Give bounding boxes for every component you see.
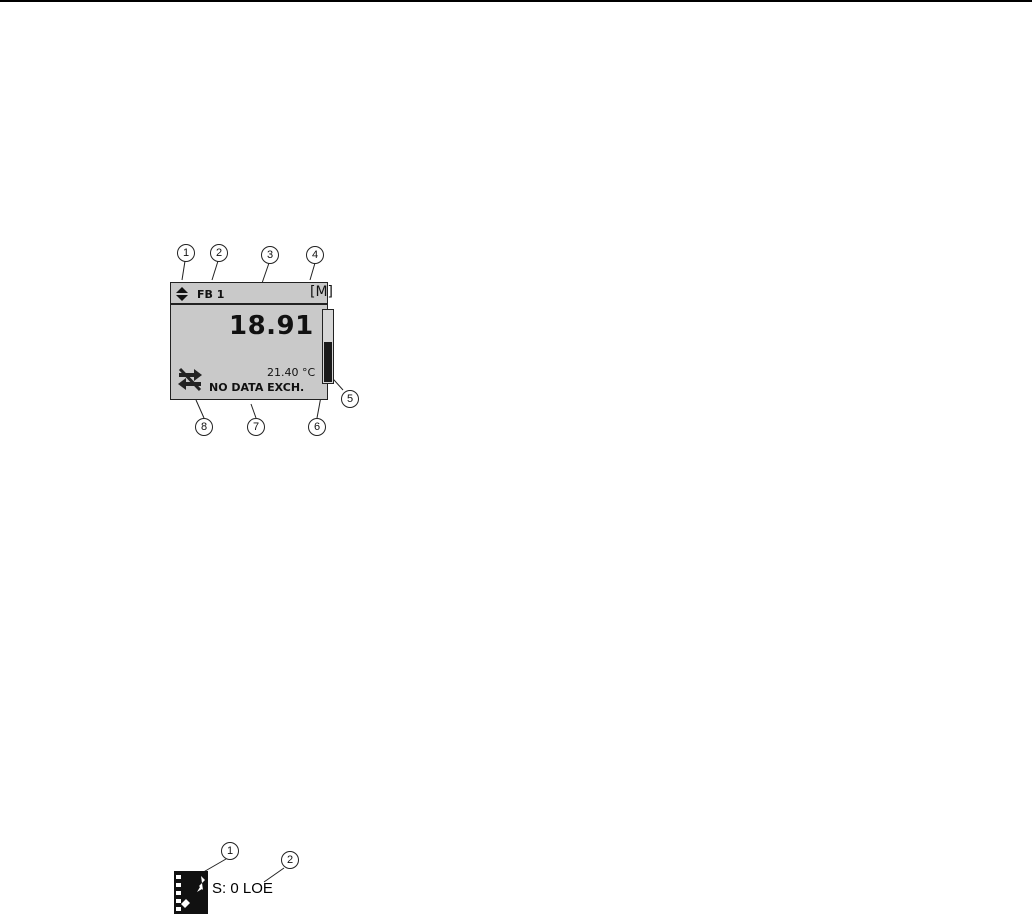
callout-2: 2: [210, 244, 228, 262]
updown-arrows-icon: [174, 286, 190, 302]
wrench-maintenance-icon: [174, 871, 208, 914]
lcd-screen: FB 1 [M] 18.91 21.40 °C NO DATA EXCH.: [170, 282, 328, 400]
bargraph-fill: [324, 342, 332, 382]
mode-indicator: [M]: [310, 284, 333, 300]
symbol-status-text: S: 0 LOE: [212, 880, 273, 897]
symbol-callout-1: 1: [221, 842, 239, 860]
callout-4: 4: [306, 246, 324, 264]
lcd-display-figure: FB 1 [M] 18.91 21.40 °C NO DATA EXCH. 1 …: [160, 240, 370, 440]
callout-6: 6: [308, 418, 326, 436]
symbol-callout-2: 2: [281, 851, 299, 869]
callout-8: 8: [195, 418, 213, 436]
status-message: NO DATA EXCH.: [209, 381, 304, 394]
fb-label: FB 1: [197, 288, 224, 301]
callout-1: 1: [177, 244, 195, 262]
primary-value: 18.91: [229, 311, 314, 341]
page-top-rule: [0, 0, 1032, 2]
no-data-exchange-icon: [176, 365, 204, 393]
bargraph: [322, 309, 334, 384]
lcd-header-divider: [171, 303, 327, 305]
symbol-figure: 1 2 S: 0 LOE: [160, 838, 320, 914]
callout-3: 3: [261, 246, 279, 264]
secondary-value: 21.40 °C: [267, 366, 315, 379]
callout-7: 7: [247, 418, 265, 436]
callout-5: 5: [341, 390, 359, 408]
